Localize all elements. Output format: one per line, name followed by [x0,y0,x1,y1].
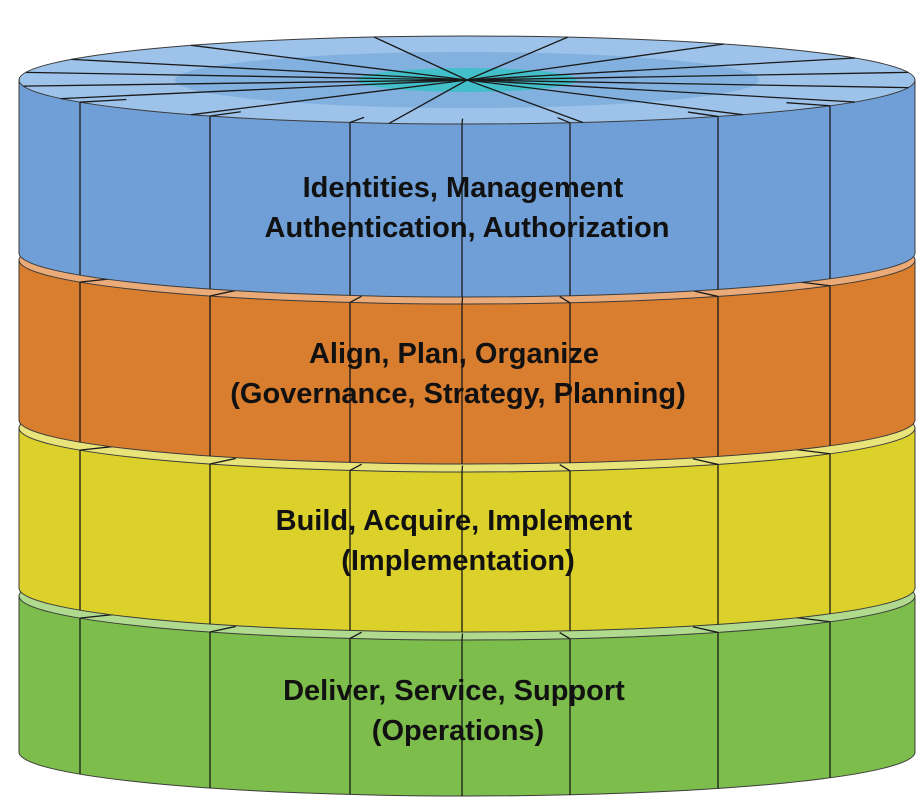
radial-spoke [25,71,468,81]
radial-spoke [466,43,725,81]
layer-align-subtitle: (Governance, Strategy, Planning) [230,378,686,410]
rim-segment-line [349,295,363,304]
rim-segment-line [209,625,236,633]
radial-spoke [191,44,468,81]
rim-segment-line [349,631,363,640]
layer-identity-side [18,79,916,298]
radial-spoke [466,36,569,81]
layer-identity-label: Identities, Management Authentication, A… [265,172,670,244]
layer-identity-title: Identities, Management [303,172,624,204]
rim-segment-line [461,633,464,641]
layer-align-label: Align, Plan, Organize (Governance, Strat… [230,338,686,410]
radial-spoke [388,79,468,124]
rim-segment-line [349,463,363,472]
layer-align-segment-lines [79,277,831,464]
rim-segment-line [559,631,571,640]
rim-segment-line [209,457,236,465]
layer-build-title: Build, Acquire, Implement [276,505,633,537]
radial-spoke [71,58,468,81]
layer-identity-segment-lines [79,102,831,297]
rim-segment-line [687,111,719,118]
rim-segment-line [559,295,571,304]
layer-align-side [18,259,916,465]
top-radial-spokes [23,36,909,125]
layer-build-side [18,427,916,633]
rim-segment-line [349,116,365,124]
layer-build-subtitle: (Implementation) [341,545,575,577]
rim-segment-line [692,458,719,466]
layer-deliver-subtitle: (Operations) [372,715,544,747]
rim-segment-line [692,626,719,634]
radial-spoke [191,79,468,116]
rim-segment-line [461,118,464,125]
layer-identity-subtitle: Authentication, Authorization [265,212,670,244]
rim-segment-line [793,616,831,623]
rim-segment-line [793,448,831,455]
rim-segment-line [209,111,241,117]
layer-deliver-title: Deliver, Service, Support [283,675,625,707]
radial-spoke [466,57,856,81]
radial-spoke [466,79,584,124]
layer-deliver-label: Deliver, Service, Support (Operations) [283,675,633,747]
rim-segment-line [461,465,464,473]
layer-identity: Identities, Management Authentication, A… [18,35,916,298]
rim-segment-line [209,289,236,297]
layer-build-segment-lines [79,445,831,632]
radial-spoke [466,71,909,81]
radial-spoke [373,36,468,81]
radial-spoke [466,79,743,116]
rim-segment-line [559,463,571,472]
layer-align-title: Align, Plan, Organize [309,338,599,370]
rim-segment-line [692,290,719,298]
radial-spoke [466,79,909,89]
radial-spoke [466,79,856,103]
rim-segment-line [786,102,831,107]
rim-segment-line [557,117,571,124]
layer-deliver-side [18,595,916,797]
rim-segment-line [461,297,464,305]
radial-spoke [23,79,468,87]
radial-spoke [60,79,468,100]
rim-segment-line [79,98,127,103]
layer-build-label: Build, Acquire, Implement (Implementatio… [276,505,641,577]
